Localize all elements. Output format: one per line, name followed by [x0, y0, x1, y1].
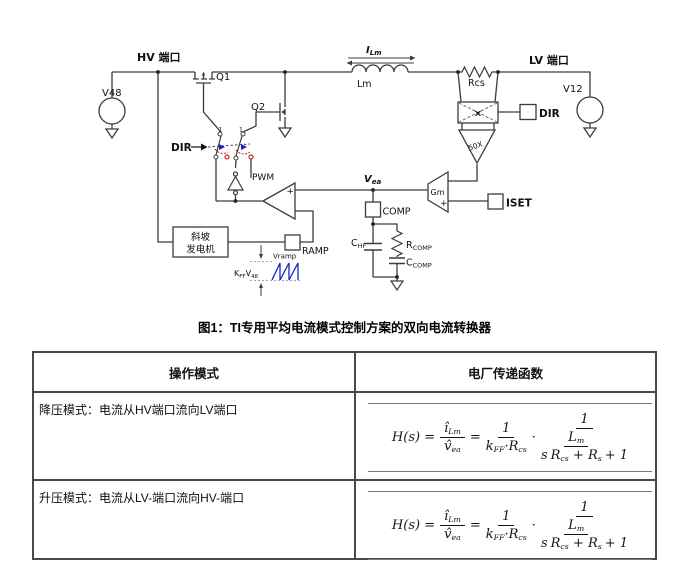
- ramp-generator-label-line2: 发电机: [186, 244, 215, 256]
- arrow-right-icon: [201, 143, 208, 151]
- q1-mosfet-icon: [193, 71, 215, 84]
- rcs-resistor-icon: Rcs: [458, 65, 498, 89]
- rcomp-resistor-icon: [390, 230, 404, 257]
- v12-label: V12: [563, 84, 583, 95]
- eq-cdot: ·: [531, 430, 536, 445]
- eq-cdot: ·: [531, 518, 536, 533]
- switch-travel-arc: [214, 148, 251, 155]
- circuit-wires: [111, 71, 591, 281]
- table-header-operating-mode: 操作模式: [34, 353, 356, 393]
- lv-port-label: LV 端口: [529, 53, 569, 67]
- junction-dots: [156, 70, 500, 279]
- v48-source: [98, 97, 126, 140]
- kff-v48-label: KFFV48: [234, 269, 259, 280]
- ground-icon: [389, 280, 405, 292]
- lm-label: Lm: [357, 79, 372, 90]
- eq-equals: =: [469, 430, 481, 445]
- eq-equals: =: [469, 518, 481, 533]
- ground-icon: [582, 127, 598, 139]
- eq-lhs: H(s) =: [391, 518, 436, 533]
- table-header-plant-transfer-function: 电厂传递函数: [356, 353, 655, 393]
- gm-label: Gm: [431, 188, 445, 197]
- pwm-label: PWM: [252, 173, 274, 183]
- ramp-generator-box: 斜坡 发电机: [172, 226, 229, 258]
- rcs-label: Rcs: [468, 78, 485, 89]
- chf-label: CHF: [351, 238, 367, 250]
- dir-mode-switches: 1 1: [207, 127, 254, 161]
- hv-port-label: HV 端口: [137, 50, 181, 64]
- sawtooth-wave-icon: [271, 262, 299, 281]
- pwm-plus-input: +: [287, 187, 295, 197]
- figure-caption: 图1：TI专用平均电流模式控制方案的双向电流转换器: [197, 321, 492, 335]
- i-lm-label: ILm: [366, 45, 382, 57]
- switch-position-label: 1: [239, 127, 243, 134]
- table-row-buck-mode: 降压模式：电流从HV端口流向LV端口: [34, 393, 356, 481]
- switch-direction-arrow-icon: [241, 144, 247, 150]
- q1-label: Q1: [216, 72, 230, 83]
- ground-icon: [277, 127, 293, 139]
- q2-mosfet-icon: [277, 101, 293, 139]
- v12-source: [576, 96, 604, 139]
- gain-50x-label: 50X: [467, 140, 484, 153]
- inverter-buffer-icon: [226, 171, 245, 196]
- chf-capacitor-icon: [364, 242, 382, 251]
- switch-position-label: 1: [219, 127, 223, 134]
- inductor-current-annotation: ILm: [346, 45, 416, 66]
- vramp-label: Vramp: [273, 253, 297, 261]
- iset-input-box: ISET: [487, 193, 533, 210]
- ccomp-capacitor-icon: [389, 257, 405, 265]
- arrow-right-icon: [410, 55, 416, 61]
- vea-label: Vea: [364, 174, 381, 186]
- q2-label: Q2: [251, 102, 265, 113]
- ramp-label: RAMP: [302, 246, 329, 257]
- iset-label: ISET: [506, 198, 533, 210]
- dir-control-annotation: DIR: [171, 142, 208, 154]
- ccomp-label: CCOMP: [406, 258, 432, 270]
- rcomp-label: RCOMP: [406, 240, 432, 252]
- circuit-schematic: 1 1 PWM + 斜坡 发电机 RAMP: [98, 45, 604, 296]
- v48-label: V48: [102, 88, 122, 99]
- gm-plus-input: +: [440, 199, 448, 209]
- ramp-waveform-annotation: Vramp KFFV48: [234, 245, 300, 296]
- multiply-symbol: ×: [474, 109, 482, 120]
- ramp-node-box: RAMP: [284, 234, 329, 257]
- inductor-lm-icon: Lm: [351, 64, 409, 90]
- polarity-multiplier-box: ×: [457, 101, 499, 124]
- dir-input-box: DIR: [519, 103, 560, 121]
- eq-lhs: H(s) =: [391, 430, 436, 445]
- gm-amplifier-icon: Gm +: [427, 170, 449, 214]
- switch-direction-arrow-icon: [219, 144, 225, 150]
- ground-icon: [104, 128, 120, 140]
- pwm-comparator-icon: PWM +: [252, 173, 296, 221]
- arrow-left-icon: [346, 60, 352, 66]
- table-row-boost-mode: 升压模式：电流从LV-端口流向HV-端口: [34, 481, 356, 560]
- ramp-generator-label-line1: 斜坡: [191, 231, 211, 243]
- comp-network: COMP CHF RCOMP CCOMP: [351, 201, 432, 292]
- amp-50x-icon: 50X: [457, 129, 497, 165]
- comp-label: COMP: [383, 207, 411, 218]
- dir-label: DIR: [539, 108, 560, 120]
- dir-label: DIR: [171, 142, 192, 154]
